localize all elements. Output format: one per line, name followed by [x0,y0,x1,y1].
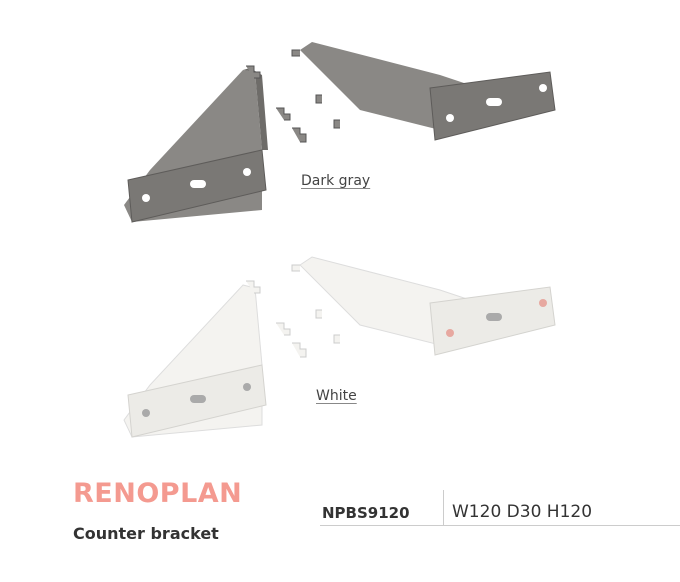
product-images [123,42,556,438]
product-name: Counter bracket [73,524,219,543]
spec-row: NPBS9120 W120 D30 H120 [320,490,680,526]
product-code: NPBS9120 [322,504,410,522]
variant-link-dark-gray[interactable]: Dark gray [301,173,371,189]
dark-gray-bracket-image [124,42,556,223]
product-dimensions: W120 D30 H120 [452,502,593,522]
variant-link-white[interactable]: White [316,388,357,404]
white-bracket-image [123,256,556,438]
brand-name: RENOPLAN [73,478,243,509]
divider [443,490,444,525]
